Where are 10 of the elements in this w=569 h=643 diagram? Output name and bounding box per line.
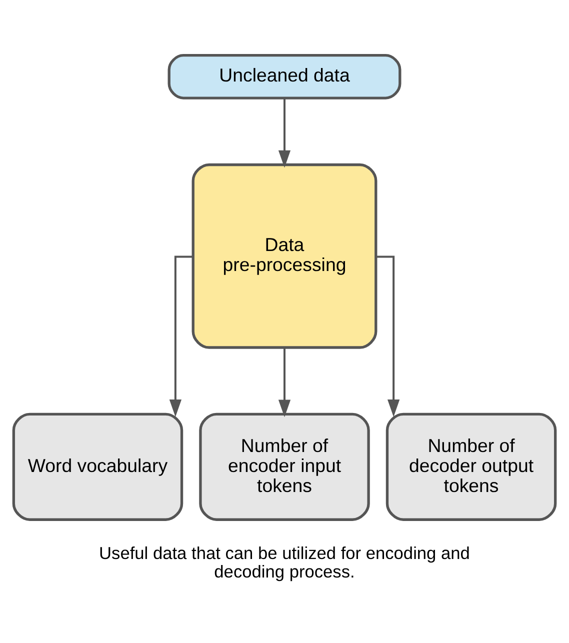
node-box: Word vocabulary xyxy=(12,412,184,521)
arrow xyxy=(278,98,291,168)
node-box: Uncleaned data xyxy=(168,54,402,100)
node-box: Data pre-processing xyxy=(192,163,378,349)
caption: Useful data that can be utilized for encoding and decoding process. xyxy=(99,542,470,582)
arrow xyxy=(278,348,291,418)
node-box: Number of decoder output tokens xyxy=(386,412,557,521)
arrow xyxy=(169,256,193,417)
node-box: Number of encoder input tokens xyxy=(199,412,370,521)
arrow xyxy=(376,256,400,417)
